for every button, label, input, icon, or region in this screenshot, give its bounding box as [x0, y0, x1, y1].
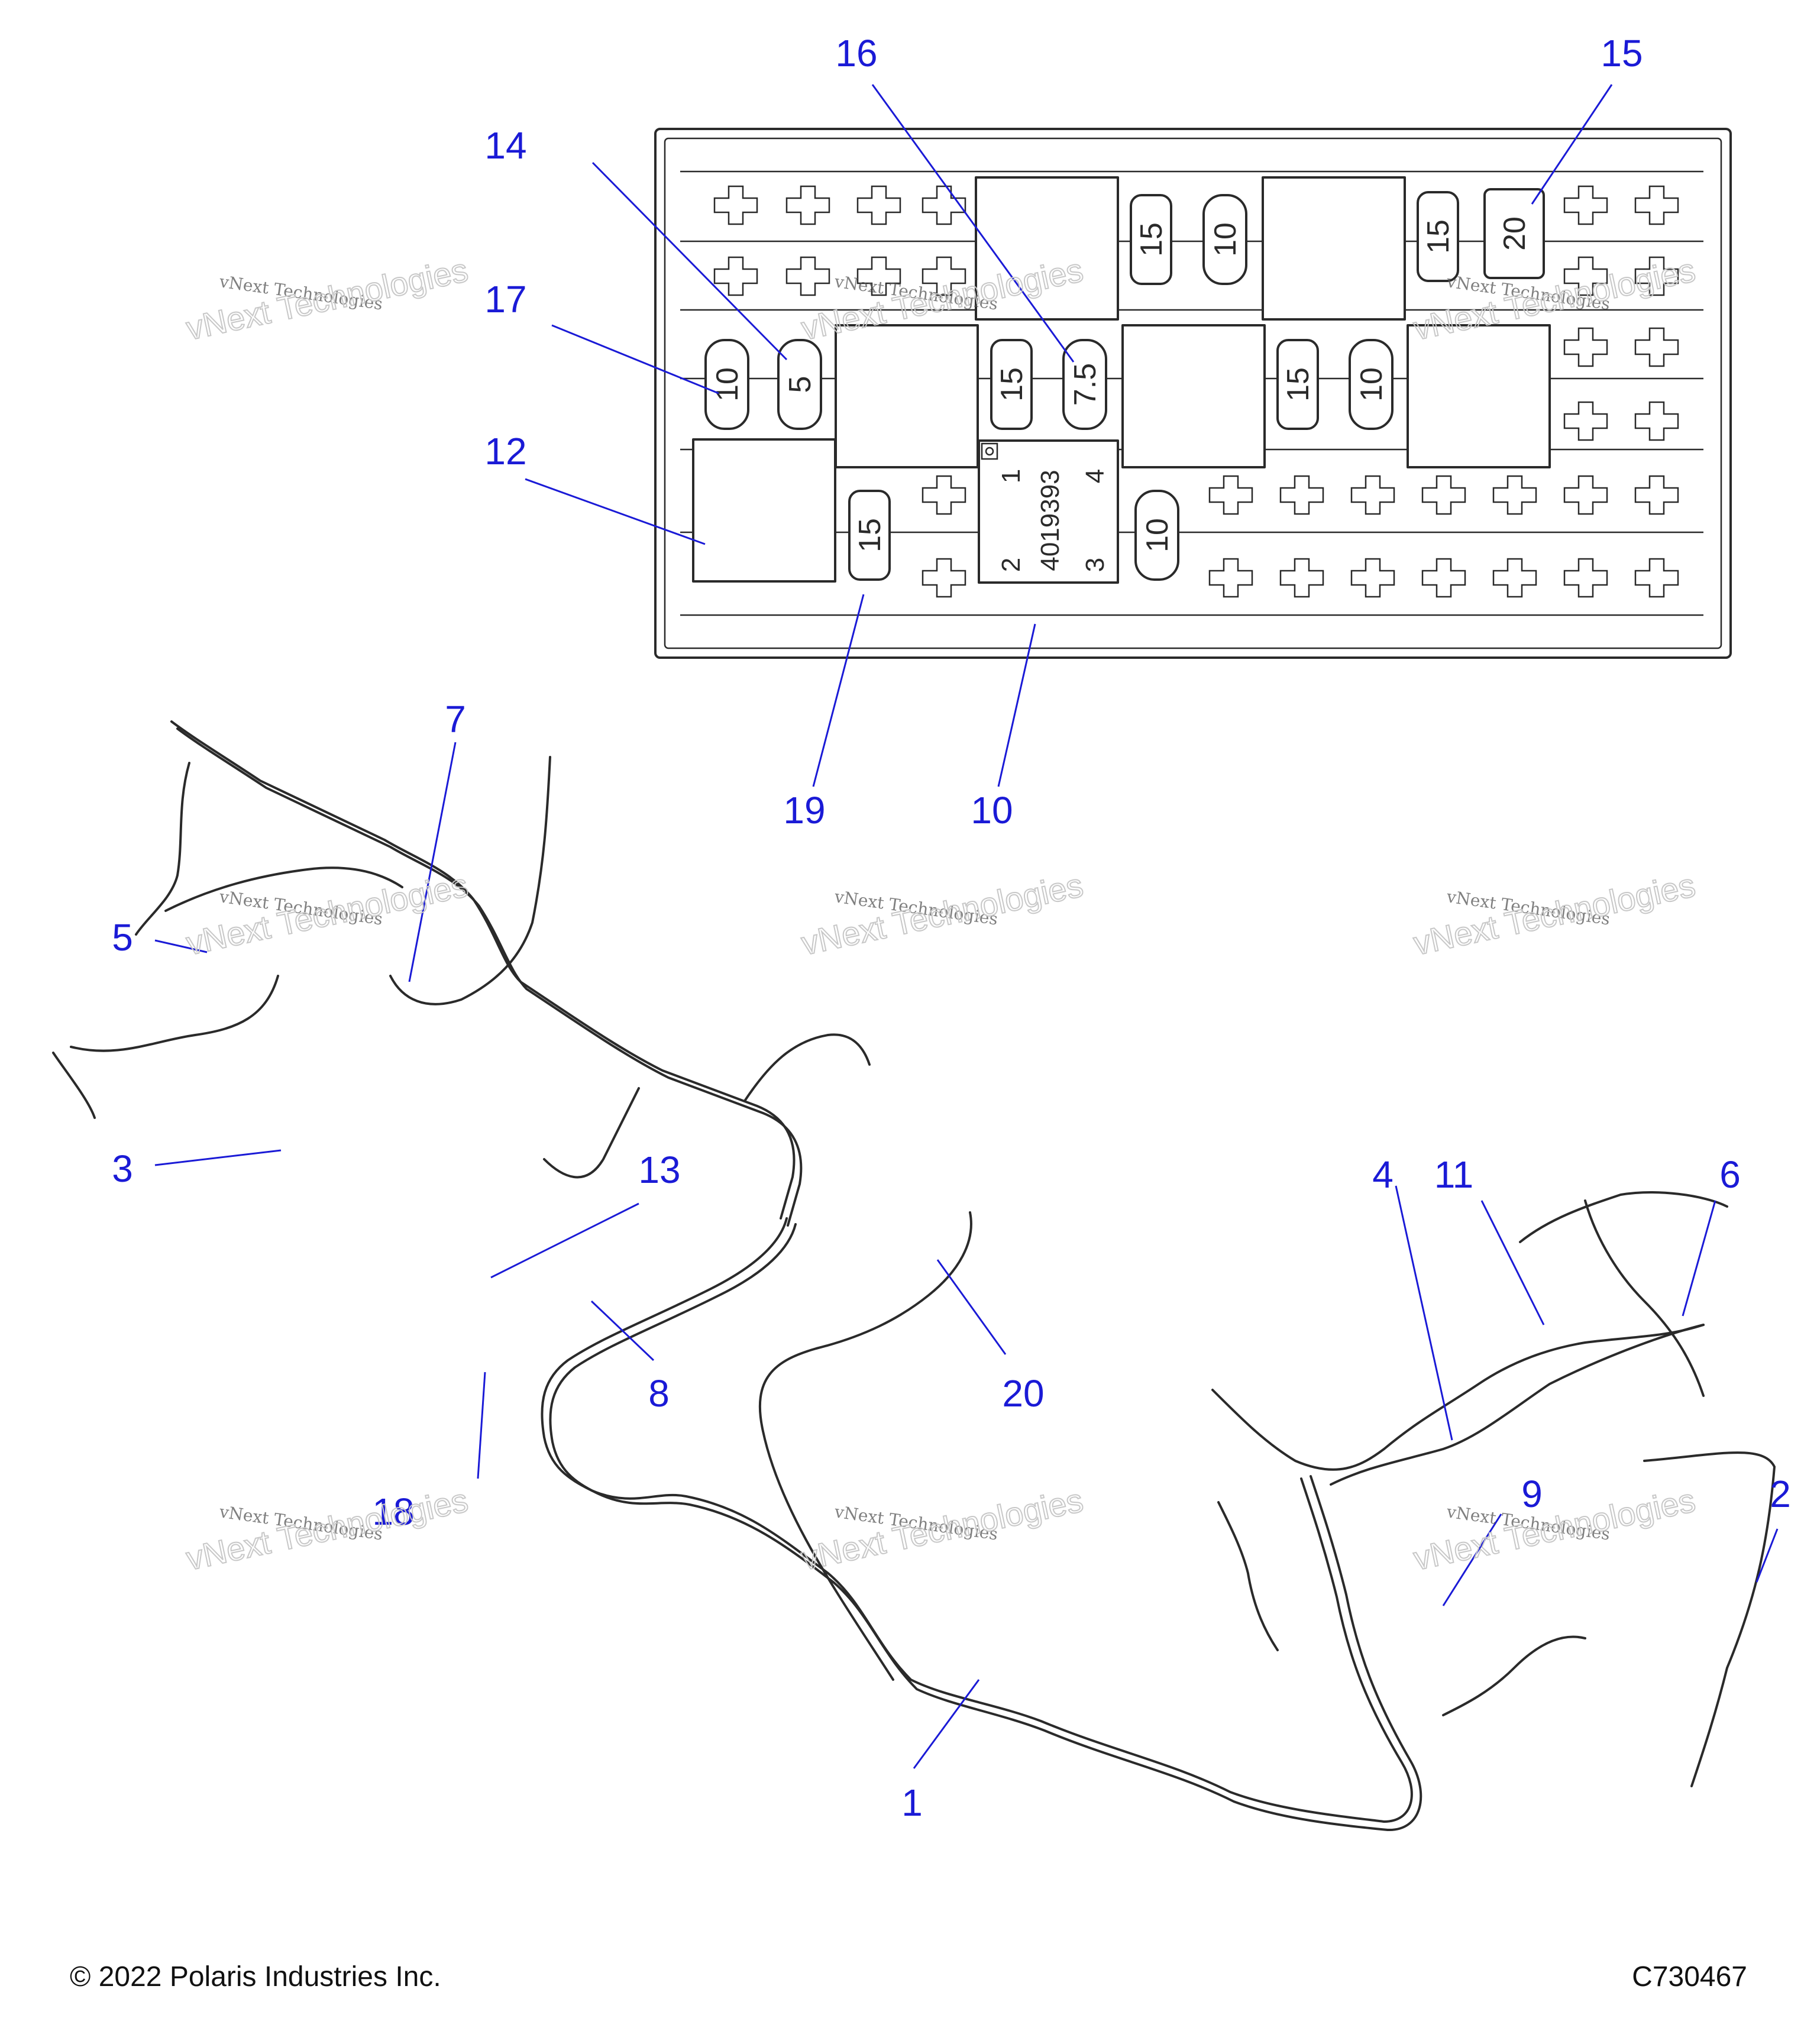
callout-10: 10 — [971, 789, 1013, 832]
watermark-outline: vNext Technologies — [183, 1481, 471, 1577]
fuse-label: 15 — [1421, 219, 1456, 254]
relay-pin-2: 2 — [997, 558, 1026, 572]
fuse-label: 15 — [1281, 367, 1315, 402]
callout-16: 16 — [835, 32, 877, 75]
fuse: 15 — [848, 490, 891, 581]
fuse: 20 — [1483, 188, 1545, 279]
relay-pin-3: 3 — [1081, 558, 1110, 572]
callout-1: 1 — [901, 1781, 923, 1824]
drawing-id: C730467 — [1632, 1961, 1747, 1993]
watermark-outline: vNext Technologies — [1410, 1481, 1698, 1577]
fuse-label: 15 — [1134, 222, 1169, 257]
fuses: 15 10 15 20 10 5 — [704, 188, 1545, 581]
fuse: 15 — [1417, 191, 1459, 282]
wire-harness — [52, 720, 1776, 1832]
fuse-label: 20 — [1498, 216, 1532, 251]
fuse: 10 — [1349, 339, 1394, 430]
fuse: 15 — [1130, 194, 1172, 285]
watermark-outline: vNext Technologies — [798, 1481, 1086, 1577]
callout-11: 11 — [1434, 1153, 1473, 1196]
fuse: 7.5 — [1062, 339, 1107, 430]
callout-8: 8 — [648, 1372, 670, 1415]
fuse: 5 — [777, 339, 822, 430]
fuse: 10 — [704, 339, 749, 430]
fuse-label: 5 — [783, 376, 817, 393]
copyright-notice: © 2022 Polaris Industries Inc. — [70, 1961, 441, 1993]
callout-12: 12 — [484, 430, 526, 473]
fuse: 10 — [1134, 490, 1179, 581]
callout-7: 7 — [445, 698, 466, 740]
watermark-outline: vNext Technologies — [183, 251, 471, 347]
callout-17: 17 — [484, 278, 526, 321]
callout-18: 18 — [372, 1490, 414, 1533]
watermark-outline: vNext Technologies — [183, 866, 471, 962]
callout-13: 13 — [638, 1149, 680, 1191]
watermark-outline: vNext Technologies — [1410, 866, 1698, 962]
fuse-label: 15 — [995, 367, 1029, 402]
fuse: 15 — [1276, 339, 1319, 430]
callout-19: 19 — [783, 789, 825, 832]
callout-6: 6 — [1719, 1153, 1741, 1196]
fuse-label: 10 — [710, 367, 745, 402]
callout-9: 9 — [1521, 1473, 1543, 1515]
fuse-label: 10 — [1208, 222, 1243, 257]
callout-20: 20 — [1002, 1372, 1044, 1415]
relay-pin-1: 1 — [997, 469, 1026, 483]
callout-leaders — [154, 84, 1779, 1769]
fuse: 10 — [1202, 194, 1247, 285]
relay-pin-4: 4 — [1081, 469, 1110, 483]
fuse-label: 7.5 — [1068, 363, 1103, 406]
callout-14: 14 — [484, 124, 526, 167]
callout-15: 15 — [1601, 32, 1643, 75]
fuse-label: 15 — [853, 518, 887, 552]
fuse-label: 10 — [1140, 518, 1175, 552]
callout-2: 2 — [1770, 1473, 1791, 1515]
callout-5: 5 — [112, 916, 133, 959]
callout-numbers: 1 2 3 4 5 6 7 8 9 10 11 12 13 14 15 16 1… — [112, 32, 1791, 1824]
fuse-box: 15 10 15 20 10 5 — [654, 128, 1732, 659]
fuse-label: 10 — [1354, 367, 1389, 402]
callout-3: 3 — [112, 1147, 133, 1190]
relay: 4019393 1 2 3 4 — [978, 439, 1119, 584]
watermark-outline: vNext Technologies — [798, 866, 1086, 962]
fuse: 15 — [990, 339, 1033, 430]
relay-part-number: 4019393 — [1036, 470, 1065, 571]
callout-4: 4 — [1372, 1153, 1394, 1196]
